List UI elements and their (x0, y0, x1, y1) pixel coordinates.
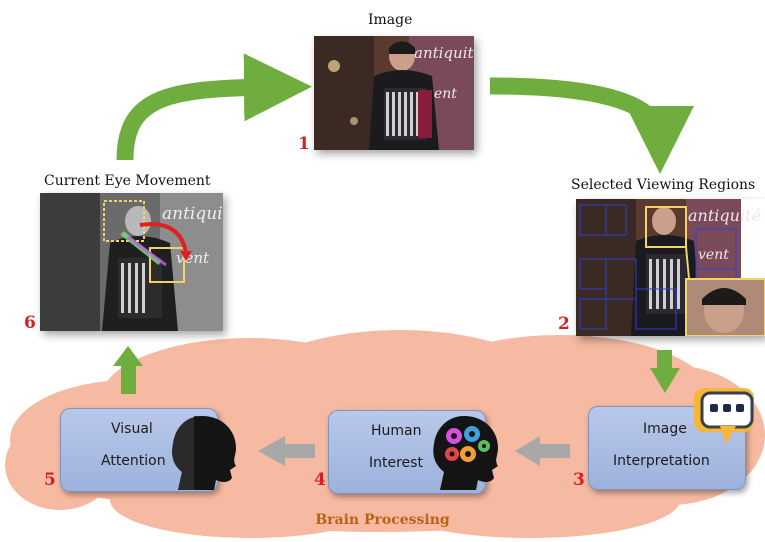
brain-processing-label: Brain Processing (315, 512, 450, 528)
arrow-interpretation-to-interest (515, 436, 570, 466)
human-interest-line1: Human (371, 423, 422, 439)
step-number-5: 5 (44, 470, 56, 490)
speech-bubble-icon (694, 388, 754, 444)
image-interpretation-card: Image Interpretation (588, 406, 746, 490)
eye-movement-title: Current Eye Movement (44, 173, 211, 189)
step-number-2: 2 (558, 314, 570, 334)
image-interpretation-line2: Interpretation (613, 453, 710, 469)
svg-text:antiquité: antiquité (688, 206, 761, 225)
arrow-attention-to-eye (113, 346, 143, 394)
head-gears-icon (433, 416, 498, 490)
step-number-1: 1 (298, 134, 310, 154)
step-number-4: 4 (314, 470, 326, 490)
arrow-eye-to-image (116, 53, 312, 161)
accordion-photo: antiquité vent (314, 36, 474, 150)
eye-movement-photo: antiquité vent (40, 193, 223, 331)
image-interpretation-line1: Image (643, 421, 687, 437)
svg-text:vent: vent (698, 247, 729, 263)
image-title: Image (368, 12, 413, 28)
step-number-3: 3 (573, 470, 585, 490)
arrow-interest-to-attention (258, 436, 315, 466)
visual-attention-line1: Visual (111, 421, 153, 437)
step-number-6: 6 (24, 313, 36, 333)
head-silhouette-icon (172, 416, 236, 490)
arrow-image-to-regions (489, 77, 694, 174)
selected-regions-photo: antiquité vent (576, 199, 765, 337)
arrow-regions-to-interpretation (650, 350, 680, 393)
svg-text:antiquité: antiquité (162, 204, 223, 224)
selected-regions-title: Selected Viewing Regions (571, 177, 756, 193)
human-interest-line2: Interest (369, 455, 423, 471)
visual-attention-line2: Attention (101, 453, 166, 469)
svg-text:antiquité: antiquité (414, 44, 474, 62)
